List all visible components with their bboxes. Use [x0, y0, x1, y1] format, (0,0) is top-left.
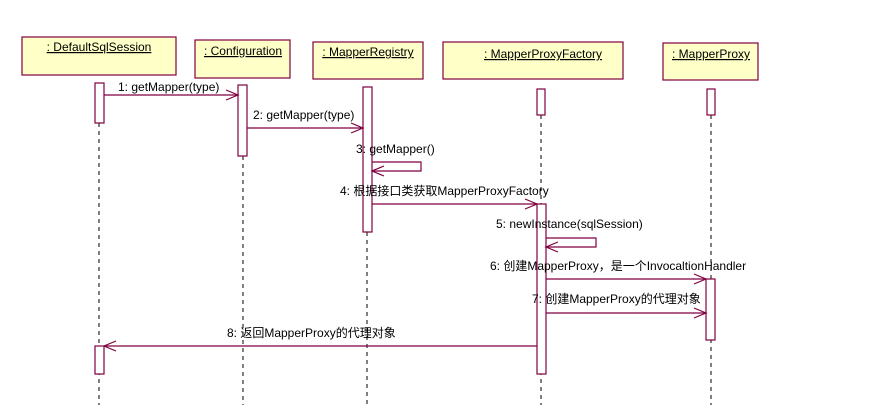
activation-mapperregistry	[362, 86, 373, 233]
object-label: : MapperRegistry	[322, 45, 413, 59]
message-label: 4: 根据接口类获取MapperProxyFactory	[340, 183, 549, 198]
activation-defaultsqlsession-1	[94, 82, 105, 124]
activation-mapperproxy-2	[705, 278, 716, 341]
arrowhead-icon	[350, 122, 365, 134]
message-4[interactable]: 4: 根据接口类获取MapperProxyFactory	[340, 183, 549, 210]
message-6[interactable]: 6: 创建MapperProxy，是一个InvocaltionHandler	[490, 259, 746, 285]
object-mapperregistry[interactable]: : MapperRegistry	[312, 41, 424, 80]
object-label: : DefaultSqlSession	[47, 40, 152, 54]
object-configuration[interactable]: : Configuration	[194, 39, 291, 79]
message-8[interactable]: 8: 返回MapperProxy的代理对象	[102, 325, 537, 352]
object-label: : MapperProxy	[672, 47, 750, 61]
message-2[interactable]: 2: getMapper(type)	[247, 108, 365, 134]
message-label: 2: getMapper(type)	[253, 108, 354, 122]
object-label: : Configuration	[204, 44, 282, 58]
activation-configuration	[237, 84, 248, 157]
activation-defaultsqlsession-2	[94, 345, 105, 375]
object-label: : MapperProxyFactory	[484, 47, 602, 61]
object-mapperproxyfactory[interactable]: : MapperProxyFactory	[442, 41, 624, 80]
message-3[interactable]: 3: getMapper()	[356, 142, 435, 177]
arrowhead-icon	[693, 307, 708, 319]
arrowhead-icon	[693, 273, 708, 285]
message-label: 6: 创建MapperProxy，是一个InvocaltionHandler	[490, 259, 746, 273]
arrowhead-icon	[544, 241, 559, 253]
activation-mapperproxyfactory-2	[536, 203, 547, 375]
message-label: 7: 创建MapperProxy的代理对象	[532, 291, 701, 306]
message-label: 1: getMapper(type)	[118, 80, 219, 94]
message-1[interactable]: 1: getMapper(type)	[104, 80, 240, 101]
arrowhead-icon	[370, 165, 385, 177]
message-7[interactable]: 7: 创建MapperProxy的代理对象	[532, 291, 708, 319]
activation-mapperproxyfactory-1	[536, 88, 546, 116]
message-5[interactable]: 5: newInstance(sqlSession)	[496, 217, 643, 253]
message-label: 5: newInstance(sqlSession)	[496, 217, 643, 231]
activation-mapperproxy-1	[706, 88, 716, 116]
object-defaultsqlsession[interactable]: : DefaultSqlSession	[21, 36, 177, 76]
arrowhead-icon	[102, 340, 117, 352]
message-label: 8: 返回MapperProxy的代理对象	[227, 325, 396, 340]
object-mapperproxy[interactable]: : MapperProxy	[662, 42, 759, 81]
message-label: 3: getMapper()	[356, 142, 435, 156]
arrowhead-icon	[524, 198, 539, 210]
arrowhead-icon	[225, 89, 240, 101]
